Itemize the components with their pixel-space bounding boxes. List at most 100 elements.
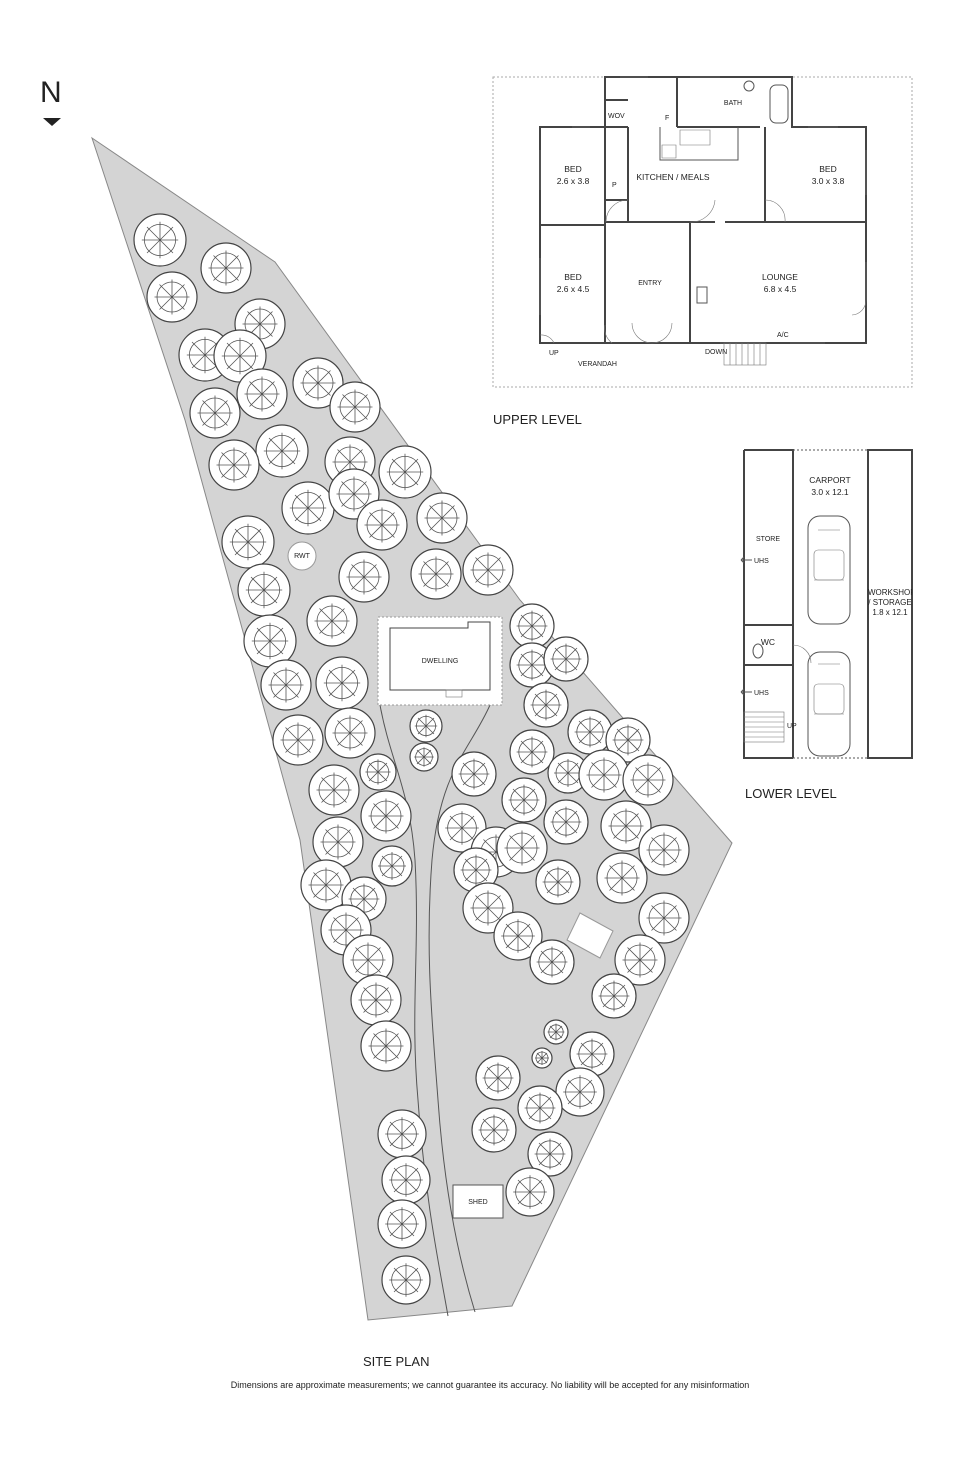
- ac-label: A/C: [777, 332, 789, 339]
- tree-branches: [154, 279, 190, 315]
- bath-label: BATH: [724, 100, 742, 107]
- lower-level-plan: UHS UHS CARPORT 3.0 x 12.1 STORE WC UP W…: [740, 449, 913, 801]
- door-swings: [539, 199, 867, 344]
- tree-branches: [328, 912, 364, 948]
- tree-branches: [186, 336, 224, 374]
- tree-branches: [574, 716, 606, 748]
- tree-branches: [358, 982, 394, 1018]
- shed-label: SHED: [468, 1199, 487, 1206]
- site-plan: DWELLING RWT SHED SITE PLAN: [91, 136, 733, 1369]
- tree-branches: [320, 824, 356, 860]
- tree-branches: [251, 622, 289, 660]
- car-icon: [807, 651, 851, 757]
- carport-label: CARPORT: [809, 475, 850, 485]
- tree-branches: [458, 758, 490, 790]
- fireplace-icon: [696, 286, 708, 304]
- tree-branches: [332, 444, 368, 480]
- tree-branches: [308, 867, 344, 903]
- tree-branches: [414, 714, 438, 738]
- tree-branches: [350, 942, 386, 978]
- tree-branches: [646, 832, 682, 868]
- tree-branches: [598, 980, 630, 1012]
- dwelling-label: DWELLING: [422, 658, 459, 665]
- tree-branches: [268, 667, 304, 703]
- tree-branches: [216, 447, 252, 483]
- tree-branches: [563, 1075, 597, 1109]
- workshop-walls: [867, 449, 913, 759]
- tree-branches: [280, 722, 316, 758]
- room-name: KITCHEN / MEALS: [636, 172, 710, 182]
- tree-branches: [630, 762, 666, 798]
- room-dims: 3.0 x 3.8: [812, 176, 845, 186]
- room-dims: 2.6 x 3.8: [557, 176, 590, 186]
- tree-branches: [460, 854, 492, 886]
- tree-branches: [197, 395, 233, 431]
- tree-branches: [348, 883, 380, 915]
- tree-branches: [336, 476, 372, 512]
- tree-branches: [414, 747, 434, 767]
- tree-branches: [378, 852, 406, 880]
- uhs-arrow-icon: [740, 556, 752, 564]
- outbuilding: [566, 912, 614, 959]
- room-name: LOUNGE: [762, 272, 798, 282]
- tree-branches: [524, 1092, 556, 1124]
- tree-branches: [244, 376, 280, 412]
- lower-up-label: UP: [787, 723, 797, 730]
- tree-branches: [314, 603, 350, 639]
- room-dims: 2.6 x 4.5: [557, 284, 590, 294]
- tree-branches: [550, 643, 582, 675]
- tree-branches: [208, 250, 244, 286]
- car-icon: [807, 515, 851, 625]
- tree-branches: [542, 866, 574, 898]
- fridge-label: F: [665, 115, 669, 122]
- driveway: [379, 704, 449, 1317]
- north-arrow: N: [40, 76, 62, 126]
- tree-branches: [534, 1138, 566, 1170]
- disclaimer: Dimensions are approximate measurements;…: [231, 1380, 750, 1390]
- upper-level-frame: [492, 76, 913, 388]
- tree-branches: [245, 571, 283, 609]
- shed: [452, 1184, 504, 1219]
- rwt-label: RWT: [294, 553, 311, 560]
- uhs-label: UHS: [754, 558, 769, 565]
- tree-branches: [365, 759, 391, 785]
- store-label: STORE: [756, 536, 780, 543]
- site-plan-title: SITE PLAN: [363, 1354, 429, 1369]
- workshop-dims: 1.8 x 12.1: [872, 608, 908, 617]
- tree-branches: [547, 1023, 565, 1041]
- tree-branches: [470, 552, 506, 588]
- tree-branches: [516, 649, 548, 681]
- tree-branches: [424, 500, 460, 536]
- pantry-label: P: [612, 182, 617, 189]
- tree-branches: [501, 919, 535, 953]
- tree-branches: [300, 365, 336, 401]
- tree-branches: [389, 1163, 423, 1197]
- down-label: DOWN: [705, 349, 727, 356]
- uhs-label: UHS: [754, 690, 769, 697]
- tree-branches: [554, 759, 582, 787]
- rainwater-tank: [287, 541, 317, 571]
- lower-stairs: [743, 711, 785, 743]
- tree-branches: [332, 715, 368, 751]
- room-name: BED: [819, 164, 836, 174]
- room-name: BED: [564, 164, 581, 174]
- upper-stairs: [723, 342, 767, 366]
- lower-level-title: LOWER LEVEL: [745, 786, 837, 801]
- tree-branches: [646, 900, 682, 936]
- workshop-label-box: WORKSHOP / STORAGE 1.8 x 12.1: [868, 588, 912, 617]
- upper-level-plan: BED 2.6 x 3.8 KITCHEN / MEALS BED 3.0 x …: [492, 76, 913, 427]
- tree-cluster: [133, 213, 690, 1305]
- tree-branches: [221, 337, 259, 375]
- tree-branches: [622, 942, 658, 978]
- tree-branches: [242, 306, 278, 342]
- dwelling-footprint: [389, 621, 491, 691]
- carport-outline: [793, 449, 868, 759]
- tree-branches: [612, 724, 644, 756]
- carport-dims: 3.0 x 12.1: [811, 487, 849, 497]
- room-dims: 6.8 x 4.5: [764, 284, 797, 294]
- room-name: ENTRY: [638, 280, 662, 287]
- tree-branches: [368, 1028, 404, 1064]
- workshop-label: WORKSHOP / STORAGE: [868, 588, 912, 607]
- tree-branches: [141, 221, 179, 259]
- tree-branches: [516, 736, 548, 768]
